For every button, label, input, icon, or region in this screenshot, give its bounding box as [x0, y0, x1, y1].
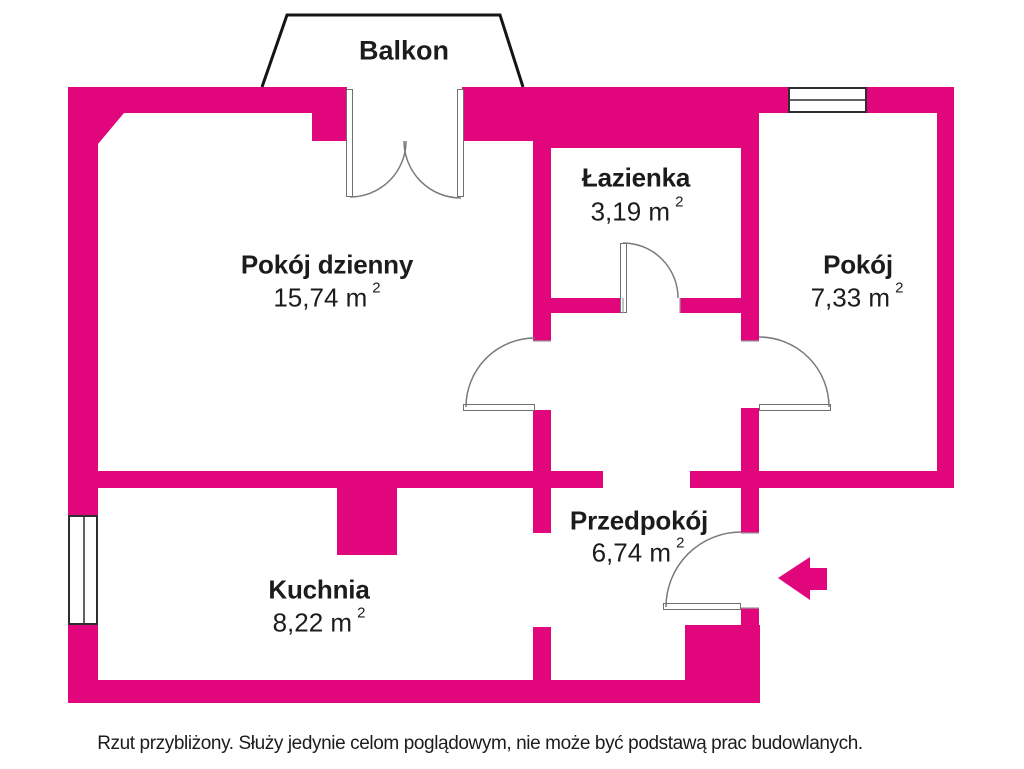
wall-band-above-bathroom: [533, 113, 759, 148]
living-room-area-value: 15,74 m: [273, 282, 368, 313]
wall-room-bottom: [759, 471, 954, 488]
entrance-arrow-icon: [778, 557, 827, 600]
balcony-door-left-leaf: [346, 89, 353, 197]
wall-pier-balcony-left: [312, 113, 347, 141]
wall-room-hall-mid: [741, 408, 759, 533]
wall-bathroom-bottom-right: [680, 298, 759, 313]
disclaimer-text: Rzut przybliżony. Służy jedynie celom po…: [97, 733, 863, 754]
wall-living-kitchen-divider: [98, 471, 603, 488]
balcony-door-right-leaf: [457, 89, 464, 197]
balcony-label: Balkon: [358, 35, 450, 66]
entrance-door-leaf: [663, 603, 741, 610]
wall-pier-balcony-right: [462, 113, 533, 141]
bathroom-area-sup: 2: [675, 193, 684, 211]
room-area-value: 7,33 m: [810, 282, 891, 313]
bathroom-area-value: 3,19 m: [590, 196, 671, 227]
wall-hall-stub: [690, 471, 741, 488]
hall-name: Przedpokój: [569, 505, 709, 536]
living-room-name: Pokój dzienny: [240, 249, 414, 280]
kitchen-area-sup: 2: [357, 604, 366, 622]
wall-bathroom-bottom-left: [533, 298, 623, 313]
bathroom-name: Łazienka: [581, 162, 691, 193]
hall-area-value: 6,74 m: [591, 537, 672, 568]
wall-outer-top-middle: [462, 87, 788, 113]
wall-kitchen-hall-lower: [533, 627, 551, 703]
balcony-door-left-arc: [349, 140, 407, 198]
kitchen-name: Kuchnia: [268, 574, 370, 605]
room-name: Pokój: [823, 249, 893, 280]
hall-area-sup: 2: [676, 534, 685, 552]
wall-living-hall-upper: [533, 141, 551, 341]
wall-outer-right: [937, 87, 954, 488]
wall-corner-block-entrance: [685, 625, 760, 703]
living-room-area-sup: 2: [372, 279, 381, 297]
bathroom-door-leaf: [620, 243, 627, 313]
wall-outer-bottom: [68, 680, 760, 703]
room-area-sup: 2: [895, 279, 904, 297]
room-door-arc: [758, 336, 830, 408]
living-room-door-leaf: [463, 404, 535, 411]
room-door-leaf: [759, 404, 831, 411]
bathroom-door-arc: [622, 242, 679, 299]
kitchen-window: [68, 515, 98, 625]
living-room-door-arc: [465, 337, 536, 408]
wall-kitchen-duct-block: [337, 488, 397, 555]
room-window: [788, 87, 867, 113]
wall-corner-bevel-top-left: [98, 113, 124, 144]
wall-outer-top-left: [68, 87, 347, 113]
kitchen-area-value: 8,22 m: [272, 607, 353, 638]
wall-room-hall-upper: [741, 148, 759, 341]
wall-outer-left-upper: [68, 87, 98, 515]
balcony-door-right-arc: [403, 140, 462, 199]
